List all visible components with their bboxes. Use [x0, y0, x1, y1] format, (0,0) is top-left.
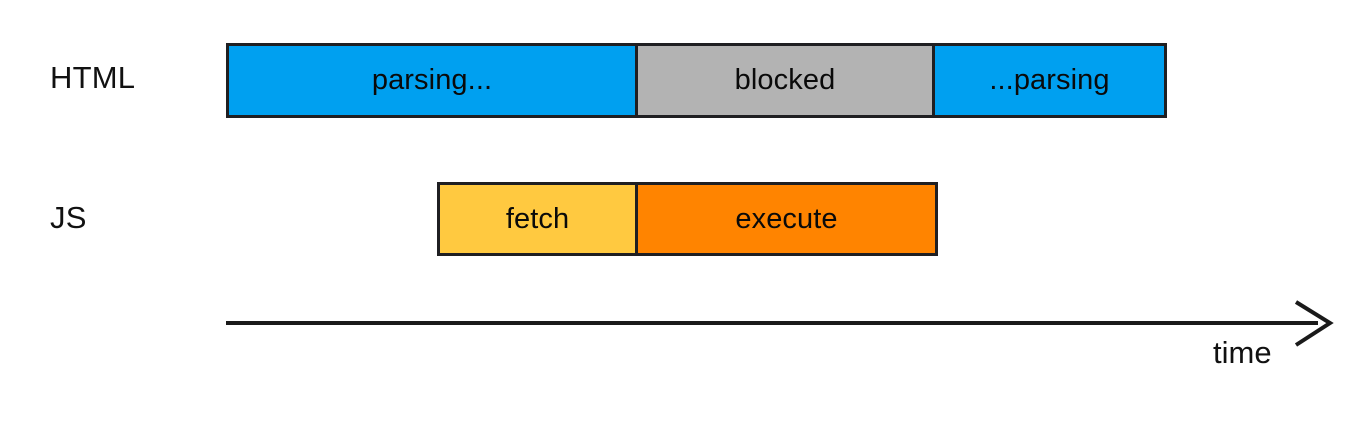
time-axis-label: time: [1213, 335, 1272, 370]
segment-js-execute: execute: [635, 182, 938, 256]
timeline-track-html: parsing... blocked ...parsing: [226, 43, 1170, 118]
row-label-js: JS: [50, 200, 87, 235]
timeline-track-js: fetch execute: [437, 182, 938, 256]
segment-js-fetch: fetch: [437, 182, 638, 256]
segment-html-parsing-start: parsing...: [226, 43, 638, 118]
time-axis-arrow-icon: [226, 300, 1334, 347]
segment-html-parsing-resume: ...parsing: [932, 43, 1167, 118]
segment-html-blocked: blocked: [635, 43, 935, 118]
time-axis-arrowhead: [1294, 300, 1334, 347]
row-label-html: HTML: [50, 60, 136, 95]
